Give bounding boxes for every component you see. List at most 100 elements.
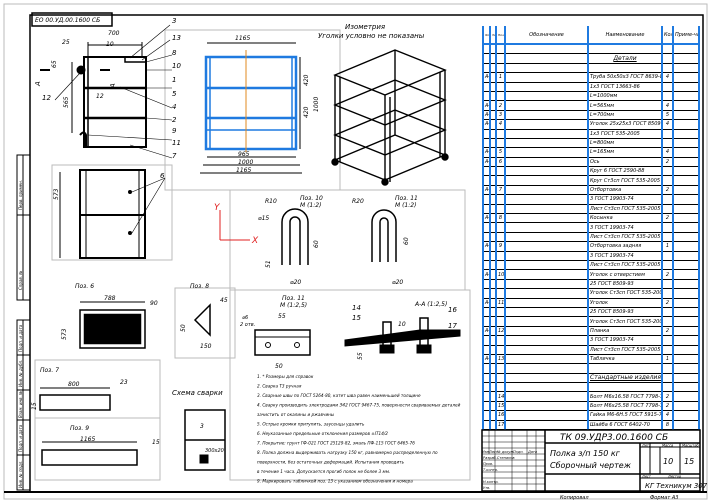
cell-position: 6: [495, 157, 506, 168]
cell-quantity: [661, 204, 674, 215]
cell-position: [495, 251, 506, 262]
cell-format: [482, 251, 491, 262]
cell-empty: [489, 44, 497, 55]
cell-quantity: [661, 307, 674, 318]
callout-14: 14: [352, 304, 361, 312]
cell-empty: [672, 335, 700, 346]
cell-empty: [489, 241, 497, 252]
cell-quantity: 8: [661, 420, 674, 431]
table-row: Круг Ст3сп ГОСТ 535-2005: [482, 175, 700, 186]
stamp-label: Подп. и дата: [18, 424, 23, 452]
weld-scheme: Схема сварки 3 300х20: [172, 389, 226, 471]
table-row: Детали: [482, 53, 700, 64]
note-line: 1. * Размеры для справок: [257, 374, 314, 379]
cell-empty: [504, 157, 589, 168]
dim-label: 800: [68, 381, 80, 388]
cell-format: [482, 260, 491, 271]
cell-quantity: [661, 63, 674, 74]
cell-quantity: [661, 363, 674, 374]
cell-quantity: [661, 194, 674, 205]
dim-label: 420: [303, 74, 310, 86]
cell-empty: [489, 251, 497, 262]
table-row: Лист Ст3сп ГОСТ 535-2005: [482, 345, 700, 355]
cell-empty: [672, 298, 700, 308]
dim-label: 10: [398, 321, 406, 328]
table-row: А413Табличка1: [482, 354, 700, 365]
table-row: А44Уголок 25х25х3 ГОСТ 8509-934: [482, 119, 700, 130]
cell-format: [482, 175, 491, 186]
detail-title: Поз. 9: [70, 425, 89, 432]
dim-label: ⌀20: [392, 279, 403, 286]
stamp-label: Справ. №: [18, 271, 23, 290]
callout-16: 16: [448, 306, 457, 314]
dim-label: R20: [352, 198, 364, 205]
callout-12: 12: [42, 94, 51, 102]
dim-label: ⌀20: [290, 279, 301, 286]
dim-label: 12: [96, 93, 104, 100]
selection-box: [229, 189, 466, 291]
detail-pos11: Поз. 11 М (1:2) R20 60 ⌀20: [352, 195, 418, 286]
cell-empty: [504, 222, 589, 233]
y-axis-label: Y: [214, 203, 221, 213]
isometric-view: Изометрия Уголки условно не показаны: [318, 23, 449, 186]
cell-position: 1: [495, 72, 506, 83]
detail-title: Схема сварки: [172, 389, 223, 397]
cell-empty: [489, 129, 497, 139]
cell-empty: [489, 316, 497, 327]
cell-position: [495, 260, 506, 271]
cell-quantity: 4: [661, 72, 674, 83]
dim-label: 45: [220, 297, 228, 304]
cell-empty: [504, 194, 589, 205]
cell-name: Уголок Ст3сп ГОСТ 535-2005: [587, 316, 663, 327]
dim-label: 90: [150, 300, 158, 307]
cell-empty: [504, 363, 589, 374]
cell-empty: [504, 391, 589, 402]
cell-empty: [504, 345, 589, 355]
cell-empty: [504, 260, 589, 271]
cell-quantity: 5: [661, 110, 674, 121]
cell-format: [482, 316, 491, 327]
dim-label: 420: [303, 106, 310, 118]
cell-position: [495, 166, 506, 177]
side-stamp-bottom: Подп. и дата Инв. № дубл. Взам. инв. № П…: [16, 319, 31, 491]
callout-13: 13: [172, 34, 181, 42]
cell-empty: [504, 91, 589, 102]
cell-name: L=165мм: [587, 147, 663, 158]
cell-format: [482, 373, 491, 384]
cell-quantity: [661, 82, 674, 92]
table-row: Лист Ст3сп ГОСТ 535-2005: [482, 232, 700, 243]
cell-quantity: [661, 288, 674, 299]
cell-format: А4: [482, 72, 491, 83]
detail-scale: М (1:2,5): [280, 302, 307, 309]
cell-empty: [489, 401, 497, 412]
cell-quantity: [661, 373, 674, 384]
cell-empty: [489, 222, 497, 233]
isometric-subtitle: Уголки условно не показаны: [318, 32, 425, 40]
cell-format: А4: [482, 269, 491, 280]
dim-label: 1165: [236, 167, 251, 174]
table-row: 1х3 ГОСТ 13663-86: [482, 82, 700, 92]
cell-quantity: [661, 166, 674, 177]
cell-quantity: [661, 382, 674, 393]
cell-name: Лист Ст3сп ГОСТ 535-2005: [587, 345, 663, 355]
detail-title: Поз. 10: [300, 195, 323, 202]
cell-quantity: [661, 222, 674, 233]
cell-empty: [672, 72, 700, 83]
callout-8: 8: [172, 49, 177, 57]
cell-empty: [504, 232, 589, 243]
cell-name: 1х3 ГОСТ 13663-86: [587, 82, 663, 92]
isometric-title: Изометрия: [345, 23, 385, 31]
column-header: Поз.: [495, 26, 506, 45]
column-header: Обозначение: [504, 26, 589, 45]
cell-position: 13: [495, 354, 506, 365]
cell-quantity: 2: [661, 269, 674, 280]
column-header: Зона: [489, 26, 497, 45]
cell-empty: [489, 326, 497, 337]
detail-scale: М (1:2): [300, 202, 321, 209]
callout-9: 9: [172, 127, 177, 135]
cell-position: 8: [495, 213, 506, 224]
callout-15: 15: [352, 314, 361, 322]
cell-position: [495, 382, 506, 393]
